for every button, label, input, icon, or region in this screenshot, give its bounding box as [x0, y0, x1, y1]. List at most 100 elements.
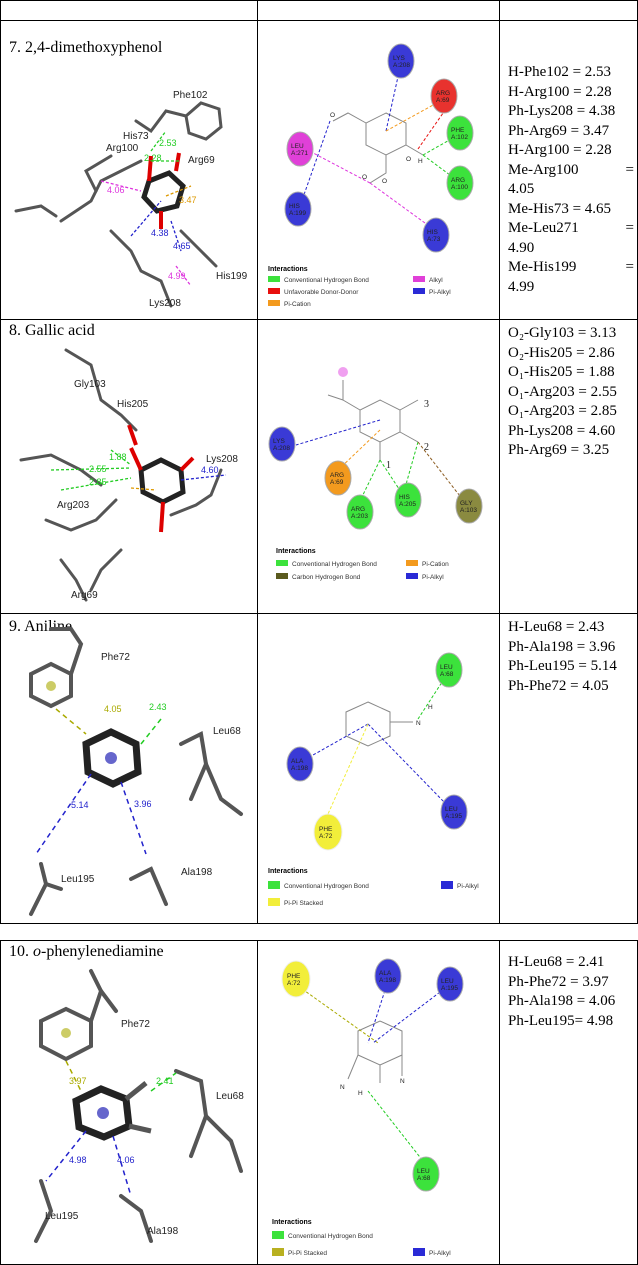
row-10-structure-cell: 10. o-phenylenediamine: [0, 940, 258, 1265]
row-10-value-line: Ph-Ala198 = 4.06: [508, 993, 616, 1009]
row-9-value-line: H-Leu68 = 2.43: [508, 619, 605, 635]
row-8-legend-item: Carbon Hydrogen Bond: [292, 574, 361, 581]
row-10-value-line: Ph-Leu195= 4.98: [508, 1012, 614, 1029]
row-8-values: O₂-Gly103 = 3.13 O₂-His205 = 2.86 O₁-His…: [508, 324, 634, 461]
row-7-value-line: Me-Arg100=: [508, 161, 634, 178]
row-9-residue-label: Phe72: [101, 652, 130, 663]
row-10-residue-label: Leu68: [216, 1091, 244, 1102]
row-9-distance: 4.05: [104, 704, 122, 714]
row-7-atom-label: H: [418, 158, 423, 165]
row-8-legend-item: Pi-Alkyl: [422, 574, 444, 581]
row-10-title: 10. o-phenylenediamine: [9, 943, 164, 960]
row-9-3d-model: Phe72 Leu68 Leu195 Ala198 4.05 2.43 5.14…: [29, 627, 243, 916]
row-7-distance: 4.06: [107, 185, 125, 195]
row-7-distance: 4.38: [151, 228, 169, 238]
row-7-distance: 2.28: [144, 153, 162, 163]
row-8-value-line: Ph-Arg69 = 3.25: [508, 442, 610, 458]
row-8-residue-label: Gly103: [74, 379, 106, 390]
row-10-residue-label: Ala198: [147, 1226, 179, 1237]
row-10-atom-label: N: [340, 1084, 345, 1091]
row-10-legend-item: Conventional Hydrogen Bond: [288, 1233, 373, 1240]
row-7-value-line: H-Phe102 = 2.53: [508, 64, 612, 80]
row-7-value-line: Ph-Arg69 = 3.47: [508, 122, 610, 139]
row-8-residue-label: Lys208: [206, 454, 238, 465]
row-8-atom-label: 3: [424, 399, 429, 410]
row-9-distance: 3.96: [134, 799, 152, 809]
row-10-values: H-Leu68 = 2.41 Ph-Phe72 = 3.97 Ph-Ala198…: [508, 953, 634, 1031]
row-8-distance: 4.60: [201, 465, 219, 475]
row-7-atom-label: O: [406, 156, 411, 163]
row-7-residue-label: Arg100: [106, 143, 139, 154]
row-10-legend-title: Interactions: [272, 1219, 312, 1226]
row-7-value-line: Me-His73 = 4.65: [508, 200, 612, 217]
row-9-distance: 2.43: [149, 702, 167, 712]
row-8-structure-cell: 8. Gallic acid G: [0, 319, 258, 614]
row-9-values-cell: H-Leu68 = 2.43 Ph-Ala198 = 3.96 Ph-Leu19…: [499, 613, 638, 924]
row-7-value-line: Me-Leu271=: [508, 220, 634, 236]
row-7-atom-label: O: [382, 178, 387, 185]
row-8-value-line: O₂-His205 = 2.86: [508, 344, 615, 361]
table-header-cell: [0, 0, 258, 21]
row-9-atom-label: H: [428, 704, 433, 711]
row-10-legend-item: Pi-Alkyl: [429, 1250, 451, 1257]
row-7-values-cell: H-Phe102 = 2.53 H-Arg100 = 2.28 Ph-Lys20…: [499, 20, 638, 320]
row-8-residue-label: Arg203: [57, 500, 90, 511]
row-9-value-line: Ph-Leu195 = 5.14: [508, 658, 617, 674]
row-8-3d-model: Gly103 His205 Lys208 Arg203 Arg69 1.88 2…: [19, 348, 238, 602]
row-8-value-line: O₁-Arg203 = 2.85: [508, 403, 617, 419]
row-7-legend-item: Unfavorable Donor-Donor: [284, 289, 359, 296]
row-10-residue-label: Phe72: [121, 1019, 150, 1030]
row-10-atom-label: N: [400, 1078, 405, 1085]
row-7-legend-item: Conventional Hydrogen Bond: [284, 277, 369, 284]
row-7-structure-cell: 7. 2,4-dimethoxyphenol: [0, 20, 258, 320]
row-7-distance: 3.47: [179, 195, 197, 205]
row-7-value-line: Ph-Lys208 = 4.38: [508, 103, 616, 119]
row-10-value-line: H-Leu68 = 2.41: [508, 954, 605, 970]
row-7-value-line: 4.99: [508, 278, 535, 295]
row-7-atom-label: O: [330, 112, 335, 119]
row-7-distance: 2.53: [159, 138, 177, 148]
table-header-cell: [257, 0, 500, 21]
row-7-legend-item: Pi-Cation: [284, 301, 311, 308]
row-8-value-line: O₁-His205 = 1.88: [508, 364, 615, 380]
row-7-nodes: [284, 43, 474, 253]
row-8-value-line: Ph-Lys208 = 4.60: [508, 422, 616, 439]
row-8-atom-label: 1: [386, 460, 391, 471]
row-9-atom-label: N: [416, 720, 421, 727]
row-8-legend-item: Pi-Cation: [422, 561, 449, 568]
row-7-legend-title: Interactions: [268, 266, 308, 273]
row-8-distance: 2.85: [89, 477, 107, 487]
row-7-legend-item: Pi-Alkyl: [429, 289, 451, 296]
row-10-atom-label: H: [358, 1090, 363, 1097]
row-10-legend-item: Pi-Pi Stacked: [288, 1250, 327, 1257]
row-7-values: H-Phe102 = 2.53 H-Arg100 = 2.28 Ph-Lys20…: [508, 63, 634, 297]
row-8-residue-label: Arg69: [71, 590, 98, 601]
row-7-value-line: Me-His199=: [508, 259, 634, 275]
row-9-legend-item: Pi-Alkyl: [457, 883, 479, 890]
row-9-residue-label: Leu68: [213, 726, 241, 737]
row-7-residue-label: Arg69: [188, 155, 215, 166]
row-9-values: H-Leu68 = 2.43 Ph-Ala198 = 3.96 Ph-Leu19…: [508, 618, 634, 696]
row-9-legend-item: Conventional Hydrogen Bond: [284, 883, 369, 890]
row-7-distance: 4.99: [168, 271, 186, 281]
row-8-value-line: O₂-Gly103 = 3.13: [508, 325, 617, 341]
row-7-residue-label: Lys208: [149, 298, 181, 309]
row-9-value-line: Ph-Ala198 = 3.96: [508, 638, 616, 655]
row-10-distance: 4.98: [69, 1155, 87, 1165]
row-7-residue-label: Phe102: [173, 90, 208, 101]
row-7-atom-label: O: [362, 174, 367, 181]
row-8-value-line: O₁-Arg203 = 2.55: [508, 383, 617, 400]
row-7-value-line: H-Arg100 = 2.28: [508, 142, 612, 158]
